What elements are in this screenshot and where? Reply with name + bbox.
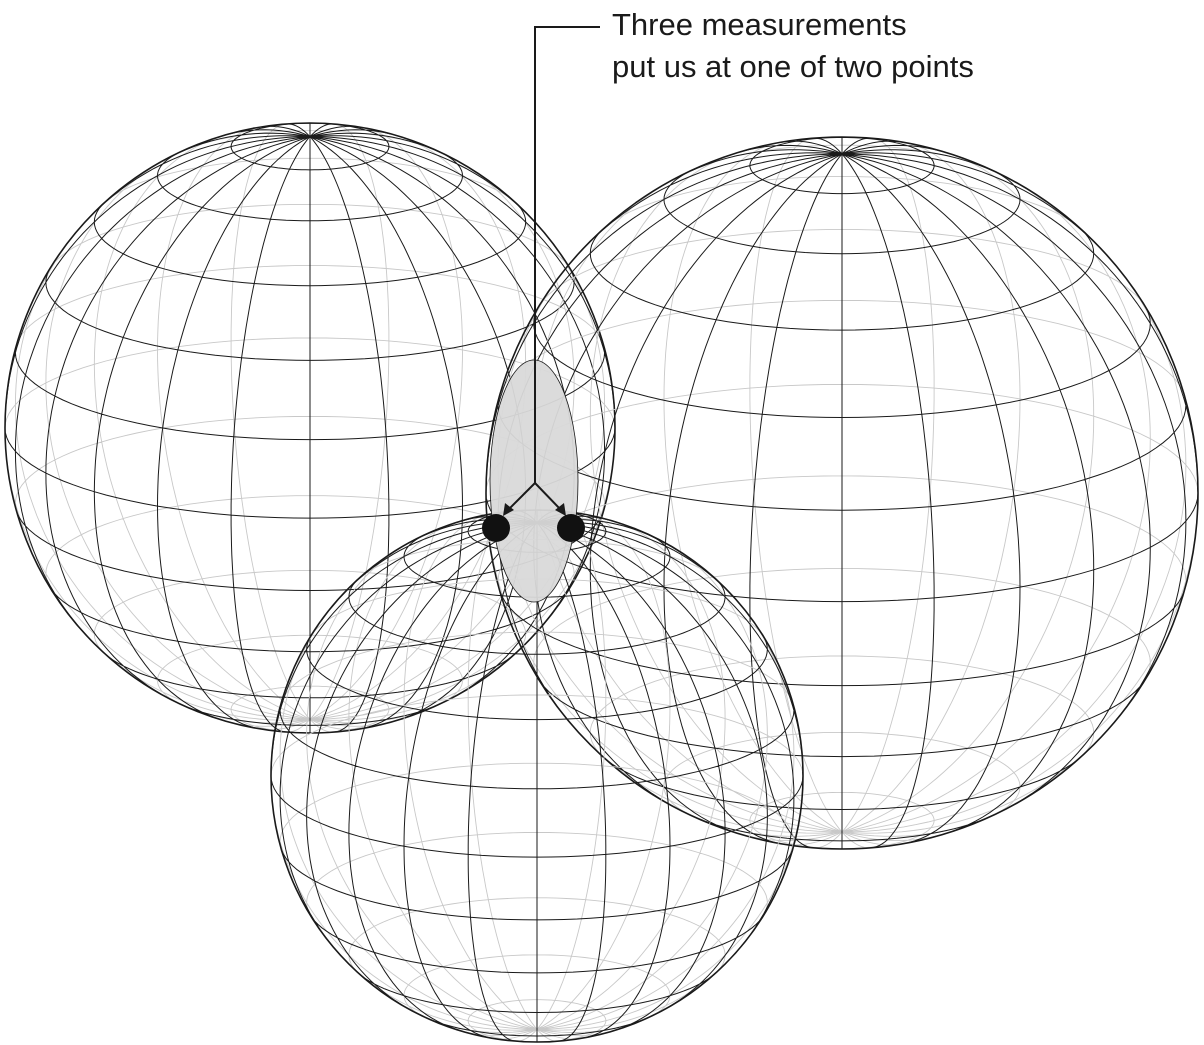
sphere-right-visible-grid: [486, 137, 1198, 849]
position-point-left: [482, 514, 510, 542]
caption-line-2: put us at one of two points: [612, 46, 974, 88]
position-point-right: [557, 514, 585, 542]
caption-line-1: Three measurements: [612, 4, 974, 46]
spheres-layer: [5, 123, 1198, 1042]
sphere-right: [486, 137, 1198, 849]
annotation-caption: Three measurements put us at one of two …: [612, 4, 974, 88]
